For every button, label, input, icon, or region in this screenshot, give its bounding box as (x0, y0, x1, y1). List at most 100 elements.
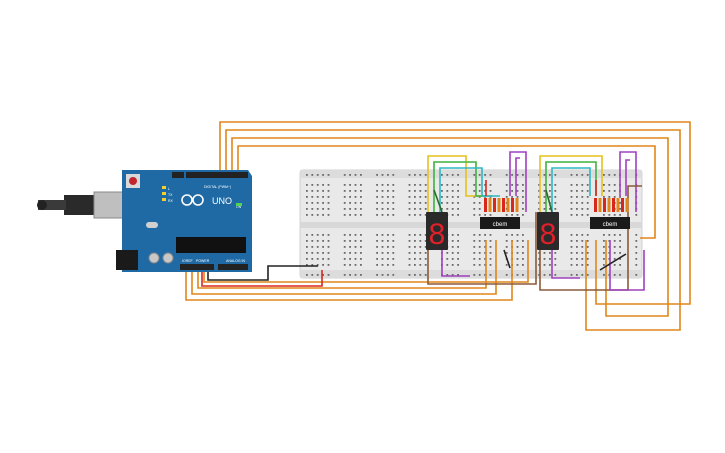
breadboard-hole (451, 214, 454, 216)
breadboard-hole (446, 258, 449, 260)
breadboard-hole (327, 240, 330, 242)
decoder-chip-2[interactable]: cbem (590, 217, 630, 229)
breadboard-hole (419, 234, 422, 236)
breadboard-hole (376, 184, 378, 186)
seven-segment-1[interactable]: 8 (426, 212, 448, 251)
darkgreen-wire[interactable] (433, 189, 443, 213)
orange-wire[interactable] (237, 145, 656, 239)
on-label: ON (236, 205, 242, 209)
orange-wire[interactable] (231, 137, 669, 317)
resistor[interactable] (506, 198, 510, 212)
breadboard-hole (414, 202, 416, 204)
black-wire[interactable] (599, 253, 627, 271)
breadboard-hole (522, 208, 524, 210)
breadboard-hole (543, 208, 546, 210)
breadboard-hole (619, 252, 621, 254)
breadboard-hole (376, 202, 378, 204)
purple-wire[interactable] (619, 151, 637, 212)
breadboard-hole (360, 214, 362, 216)
breadboard-hole (349, 208, 351, 210)
arduino-uno[interactable]: UNO DIGITAL (PWM~) POWER ANALOG IN TX RX… (37, 170, 252, 272)
resistor[interactable] (616, 198, 620, 212)
resistor[interactable] (594, 198, 597, 212)
breadboard-hole (570, 258, 573, 260)
breadboard-hole (306, 240, 308, 242)
breadboard-hole (360, 258, 362, 260)
resistor[interactable] (621, 198, 624, 212)
resistor[interactable] (493, 198, 496, 212)
darkgreen-wire[interactable] (545, 189, 553, 213)
breadboard-hole (322, 274, 324, 276)
breadboard-hole (543, 274, 546, 276)
resistor[interactable] (603, 198, 606, 212)
resistor[interactable] (607, 198, 611, 212)
purple-wire[interactable] (515, 157, 520, 196)
red-wire[interactable] (201, 264, 323, 287)
orange-wire[interactable] (185, 240, 513, 301)
black-wire[interactable] (207, 264, 318, 281)
orange-wire[interactable] (203, 240, 529, 283)
green-wire[interactable] (545, 161, 597, 212)
breadboard-hole (322, 214, 324, 216)
digital-header-left (172, 172, 184, 178)
purple-wire[interactable] (509, 151, 527, 212)
orange-wire[interactable] (225, 129, 681, 331)
breadboard-hole (538, 202, 540, 204)
resistor[interactable] (502, 198, 505, 212)
breadboard-hole (478, 196, 481, 198)
breadboard-hole (354, 258, 357, 260)
resistor[interactable] (598, 198, 602, 212)
breadboard-hole (349, 214, 351, 216)
breadboard-hole (576, 196, 578, 198)
breadboard-hole (505, 174, 508, 176)
resistor[interactable] (612, 198, 615, 212)
breadboard-hole (408, 174, 411, 176)
breadboard-hole (414, 214, 416, 216)
breadboard-hole (473, 258, 476, 260)
breadboard-hole (306, 264, 308, 266)
breadboard-hole (608, 190, 611, 192)
cyan-wire[interactable] (551, 167, 591, 212)
breadboard-hole (424, 190, 427, 192)
resistor[interactable] (515, 198, 519, 212)
decoder-chip-1[interactable]: cbem (480, 217, 520, 229)
breadboard-hole (306, 214, 308, 216)
orange-wire[interactable] (219, 121, 691, 305)
breadboard-hole (522, 274, 524, 276)
breadboard-hole (538, 274, 540, 276)
breadboard-hole (354, 184, 357, 186)
resistor[interactable] (497, 198, 501, 212)
resistor[interactable] (511, 198, 514, 212)
breadboard-hole (360, 174, 362, 176)
purple-wire[interactable] (609, 240, 645, 291)
purple-wire[interactable] (441, 250, 470, 277)
breadboard-hole (581, 202, 584, 204)
seven-segment-2[interactable]: 8 (537, 212, 559, 251)
breadboard-hole (392, 214, 395, 216)
cyan-wire[interactable] (439, 167, 500, 212)
breadboard-hole (446, 264, 449, 266)
breadboard-hole (349, 240, 351, 242)
yellow-wire[interactable] (539, 155, 603, 212)
resistor[interactable] (488, 198, 492, 212)
arduino-logo-left (181, 194, 193, 206)
breadboard-hole (392, 202, 395, 204)
purple-wire[interactable] (551, 250, 580, 279)
breadboard-hole (349, 202, 351, 204)
resistor[interactable] (484, 198, 487, 212)
purple-wire[interactable] (625, 159, 630, 196)
yellow-wire[interactable] (427, 155, 486, 212)
resistor[interactable] (625, 198, 629, 212)
breadboard-hole (360, 190, 362, 192)
brown-wire[interactable] (427, 212, 537, 285)
breadboard-hole (327, 214, 330, 216)
breadboard-hole (392, 258, 395, 260)
orange-wire[interactable] (191, 240, 497, 295)
breadboard-hole (570, 202, 573, 204)
black-wire[interactable] (503, 249, 511, 269)
orange-wire[interactable] (197, 240, 487, 289)
breadboard-hole (473, 190, 476, 192)
breadboard-hole (316, 234, 319, 236)
breadboard-hole (457, 190, 459, 192)
l-led (162, 186, 166, 189)
